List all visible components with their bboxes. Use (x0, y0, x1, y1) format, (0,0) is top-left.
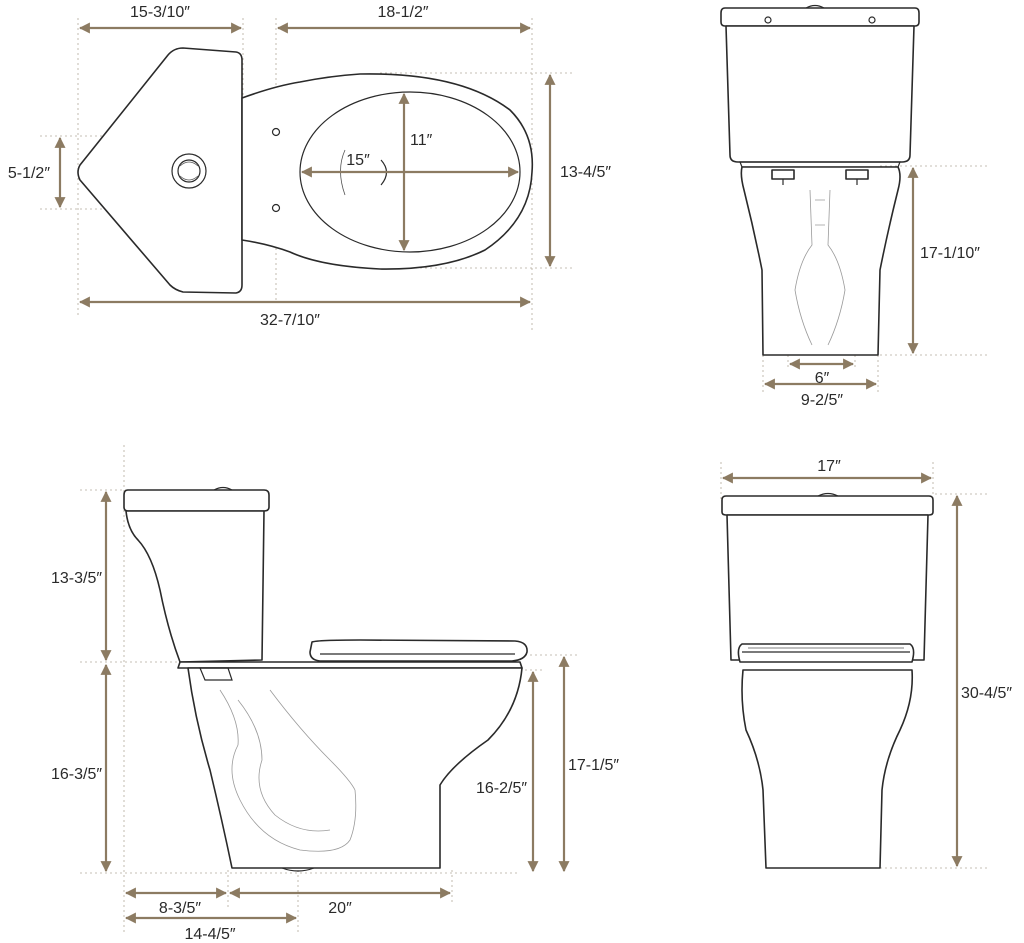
front-view-upper (720, 4, 990, 395)
label-tank-width: 17″ (817, 458, 841, 475)
label-bowl-opening-width: 11″ (410, 132, 433, 149)
bowl-pedestal-front-lower (741, 669, 914, 869)
bowl-opening (299, 91, 521, 253)
front-lower-extension-lines (720, 462, 990, 869)
tank-body-front-lower (726, 514, 929, 661)
label-base-outer: 9-2/5″ (801, 392, 843, 409)
seat-lid-side (309, 639, 528, 662)
side-view (80, 445, 580, 935)
label-bowl-length: 18-1/2″ (377, 4, 428, 21)
label-front-bowl-height: 17-1/10″ (920, 245, 980, 262)
flush-button-icon (171, 153, 207, 189)
label-tank-height: 13-3/5″ (51, 570, 102, 587)
tank-body-front (725, 25, 915, 163)
label-overall-length: 32-7/10″ (260, 312, 320, 329)
tank-lid-front (720, 7, 920, 27)
dimension-lines (54, 22, 963, 924)
bowl-body-side (187, 667, 523, 869)
dimension-labels: 15-3/10″ 18-1/2″ 5-1/2″ 11″ 15″ 13-4/5″ … (8, 4, 1013, 943)
label-tank-depth: 15-3/10″ (130, 4, 190, 21)
bolt-icon (771, 169, 869, 185)
label-bowl-width: 13-4/5″ (560, 164, 611, 181)
top-view (40, 18, 575, 330)
label-tank-inner: 5-1/2″ (8, 165, 50, 182)
label-rough-in: 8-3/5″ (159, 900, 201, 917)
label-total-height: 30-4/5″ (961, 685, 1012, 702)
seat-front-lower (737, 643, 915, 663)
label-rim-height: 16-2/5″ (476, 780, 527, 797)
label-bowl-opening-length: 15″ (346, 152, 370, 169)
front-view-lower (720, 462, 990, 869)
label-rear-to-outlet: 14-4/5″ (184, 926, 235, 943)
tank-body-side (125, 510, 265, 663)
tank-lid-front-lower (721, 495, 934, 516)
label-seat-height: 17-1/5″ (568, 757, 619, 774)
label-base-length: 20″ (328, 900, 352, 917)
tank-lid-side (123, 489, 270, 512)
label-side-bowl-height: 16-3/5″ (51, 766, 102, 783)
bowl-pedestal-front (740, 166, 901, 356)
tank-top-outline (77, 47, 243, 294)
label-base-inner: 6″ (815, 370, 830, 387)
